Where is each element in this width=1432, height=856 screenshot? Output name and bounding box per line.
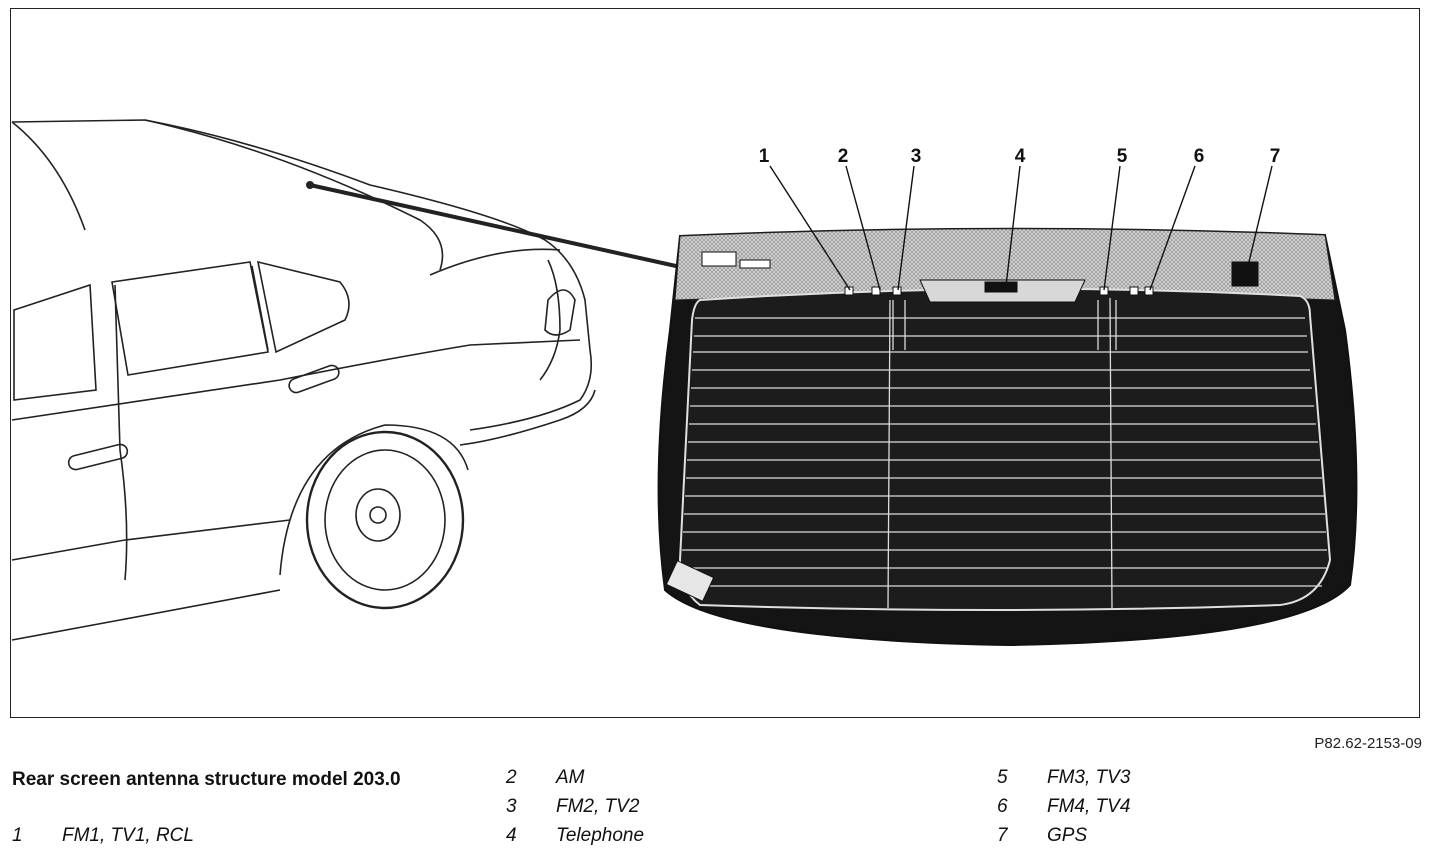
- antenna-pads: [665, 251, 1259, 602]
- legend-label: Telephone: [556, 825, 645, 846]
- legend-num: 4: [506, 825, 517, 846]
- legend-num: 7: [997, 825, 1008, 846]
- legend-num: 6: [997, 796, 1008, 817]
- callout-4: 4: [1015, 146, 1026, 167]
- legend-label: GPS: [1047, 825, 1088, 846]
- legend-num: 3: [506, 796, 517, 817]
- leader-dot: [306, 181, 314, 189]
- legend-item-3: 3 FM2, TV2: [506, 793, 639, 821]
- callout-7: 7: [1270, 146, 1281, 167]
- legend-num: 1: [12, 825, 23, 846]
- callout-5: 5: [1117, 146, 1128, 167]
- callout-3: 3: [911, 146, 922, 167]
- callout-2: 2: [838, 146, 849, 167]
- legend-item-6: 6 FM4, TV4: [997, 793, 1130, 821]
- legend-num: 5: [997, 767, 1008, 788]
- legend-item-1: 1 FM1, TV1, RCL: [12, 822, 194, 850]
- legend-num: 2: [506, 767, 517, 788]
- legend-item-7: 7 GPS: [997, 822, 1087, 850]
- legend-label: FM1, TV1, RCL: [62, 825, 194, 846]
- antenna-diagram: 1 2 3 4 5 6 7: [11, 119, 1358, 647]
- caption-title: Rear screen antenna structure model 203.…: [12, 769, 401, 790]
- legend-label: FM4, TV4: [1047, 796, 1131, 817]
- callout-6: 6: [1194, 146, 1205, 167]
- legend-item-4: 4 Telephone: [506, 822, 644, 850]
- legend-label: FM2, TV2: [556, 796, 640, 817]
- legend-label: FM3, TV3: [1047, 767, 1131, 788]
- legend-item-2: 2 AM: [506, 764, 585, 792]
- callout-1: 1: [759, 146, 770, 167]
- legend-label: AM: [556, 767, 585, 788]
- rear-window: [657, 227, 1358, 647]
- heating-grid: [682, 297, 1327, 609]
- callout-leaders: [769, 165, 1273, 291]
- car-outline: [11, 119, 686, 641]
- figure-reference: P82.62-2153-09: [1314, 735, 1422, 752]
- legend-item-5: 5 FM3, TV3: [997, 764, 1130, 792]
